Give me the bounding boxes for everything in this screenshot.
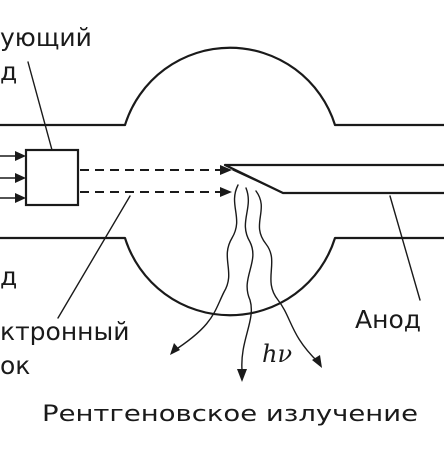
label-focusing-bottom: д (0, 57, 17, 86)
beam-pointer (57, 195, 131, 319)
electron-beam-lines (80, 165, 232, 197)
tube-outline-bottom (0, 236, 444, 317)
label-photon: hν (262, 340, 292, 368)
anode-face (232, 169, 284, 194)
label-focusing-top: ующий (0, 23, 92, 52)
label-electron-beam-top: ктронный (0, 317, 130, 346)
label-cathode: д (0, 262, 17, 291)
focusing-pointer (27, 61, 53, 151)
anode-pointer (389, 195, 421, 301)
label-anode: Анод (355, 305, 421, 334)
tube-outline-top (0, 46, 444, 127)
anode-body (223, 163, 444, 195)
focusing-electrode (24, 148, 80, 207)
label-xray: Рентгеновское излучение (42, 402, 418, 427)
xray-waves (170, 184, 322, 382)
label-electron-beam-bottom: ок (0, 351, 30, 380)
input-arrows (0, 151, 26, 203)
